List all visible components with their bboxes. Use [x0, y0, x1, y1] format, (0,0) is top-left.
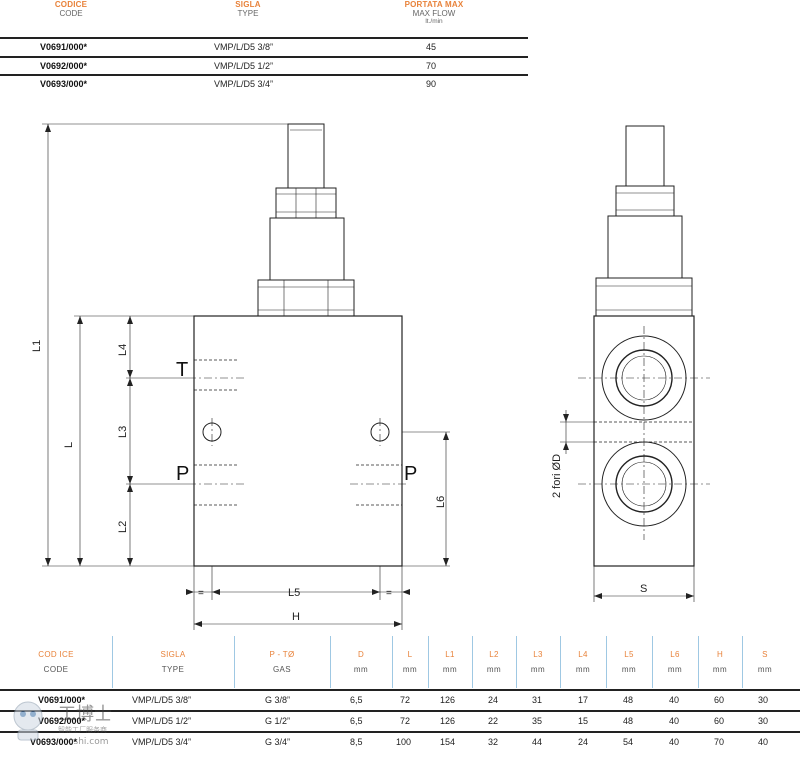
header-L: L mm	[402, 650, 418, 674]
cartridge-body	[269, 217, 345, 281]
robot-icon	[13, 701, 43, 741]
col-divider	[516, 636, 517, 688]
front-view	[188, 123, 408, 567]
label-L3: L3	[117, 426, 129, 438]
col-divider	[652, 636, 653, 688]
table-row: V0692/000* VMP/L/D5 1/2” 70	[40, 61, 437, 71]
row-rule	[0, 689, 800, 691]
label-eq-left: =	[198, 588, 204, 599]
col-divider	[742, 636, 743, 688]
front-dimensions	[42, 123, 450, 630]
table-row: V0692/000* VMP/L/D5 1/2” G 1/2” 6,5 72 1…	[38, 716, 769, 726]
header-L3: L3 mm	[530, 650, 546, 674]
header-L5: L5 mm	[621, 650, 637, 674]
top-rule-1	[0, 37, 528, 39]
col-divider	[112, 636, 113, 688]
label-L2: L2	[117, 521, 129, 533]
label-L5: L5	[288, 587, 300, 599]
top-table: CODICE CODE SIGLA TYPE PORTATA MAX MAX F…	[0, 0, 528, 89]
top-table-header: CODICE CODE SIGLA TYPE PORTATA MAX MAX F…	[0, 0, 528, 34]
col-divider	[428, 636, 429, 688]
col-divider	[472, 636, 473, 688]
row-rule	[0, 710, 800, 712]
valve-technical-drawing: L1 L L4 L3 L2 L6 L5 H S = = 2 fori ØD T …	[31, 123, 710, 630]
table-row: V0691/000* VMP/L/D5 3/8” 45	[40, 42, 437, 52]
col-divider	[560, 636, 561, 688]
col-divider	[330, 636, 331, 688]
watermark-subtitle: 智能工厂服务商	[58, 725, 107, 734]
row-rule	[0, 731, 800, 733]
watermark-logo: 工博士 智能工厂服务商 oshi.com	[13, 701, 112, 747]
label-L6: L6	[435, 496, 447, 508]
label-L: L	[63, 442, 75, 448]
label-eq-right: =	[386, 588, 392, 599]
side-cartridge	[607, 215, 683, 279]
label-holes: 2 fori ØD	[551, 454, 563, 498]
watermark-url: oshi.com	[68, 737, 108, 747]
table-row: V0691/000* VMP/L/D5 3/8” G 3/8” 6,5 72 1…	[38, 695, 769, 705]
table-row: V0693/000* VMP/L/D5 3/4” 90	[40, 79, 437, 89]
cartridge-hex	[257, 279, 355, 317]
dimensions-table: COD ICE CODE SIGLA TYPE P - TØ GAS D mm …	[0, 636, 800, 766]
locknut	[275, 187, 337, 219]
label-S: S	[640, 583, 647, 595]
header-L4: L4 mm	[575, 650, 591, 674]
header-type: SIGLA TYPE	[160, 650, 186, 674]
header-gas: P - TØ GAS	[269, 650, 295, 674]
header-H: H mm	[712, 650, 728, 674]
watermark-title: 工博士	[58, 704, 112, 725]
dimension-arrows	[45, 124, 449, 627]
col-divider	[234, 636, 235, 688]
port-label-t: T	[176, 359, 188, 381]
header-max-flow: PORTATA MAX MAX FLOW lt./min	[404, 0, 464, 25]
header-L2: L2 mm	[486, 650, 502, 674]
header-type: SIGLA TYPE	[235, 0, 261, 18]
side-block	[593, 315, 695, 567]
side-view	[578, 125, 710, 567]
adjust-stem	[287, 123, 325, 189]
header-S: S mm	[757, 650, 773, 674]
col-divider	[392, 636, 393, 688]
top-rule-2	[0, 56, 528, 58]
side-locknut	[615, 185, 675, 217]
table-row: V0693/000* VMP/L/D5 3/4” G 3/4” 8,5 100 …	[30, 737, 769, 747]
col-divider	[698, 636, 699, 688]
header-code: COD ICE CODE	[38, 650, 74, 674]
label-H: H	[292, 611, 300, 623]
label-L4: L4	[117, 344, 129, 356]
header-D: D mm	[353, 650, 369, 674]
side-stem	[625, 125, 665, 187]
label-L1: L1	[31, 340, 43, 352]
valve-block	[193, 315, 403, 567]
col-divider	[606, 636, 607, 688]
header-code: CODICE CODE	[54, 0, 88, 18]
header-L1: L1 mm	[442, 650, 458, 674]
top-rule-3	[0, 74, 528, 76]
port-label-p-right: P	[404, 463, 417, 485]
header-L6: L6 mm	[667, 650, 683, 674]
port-label-p-left: P	[176, 463, 189, 485]
